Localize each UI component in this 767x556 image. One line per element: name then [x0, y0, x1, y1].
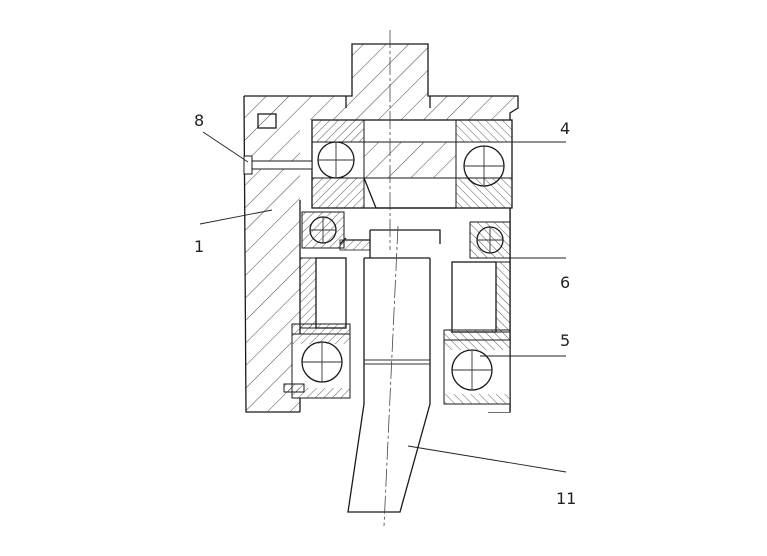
shaft	[339, 228, 441, 513]
label-part-1: 1	[194, 237, 204, 256]
middle-bearings	[301, 211, 511, 259]
label-part-5: 5	[560, 331, 570, 350]
label-part-8: 8	[194, 111, 204, 130]
upper-bearing-region	[311, 119, 513, 209]
centerlines	[383, 30, 399, 527]
label-part-6: 6	[560, 273, 570, 292]
leader-lines	[199, 131, 567, 473]
label-part-4: 4	[560, 119, 570, 138]
label-part-11: 11	[556, 489, 576, 508]
lower-bearings	[283, 323, 511, 405]
set-screw	[243, 155, 313, 175]
